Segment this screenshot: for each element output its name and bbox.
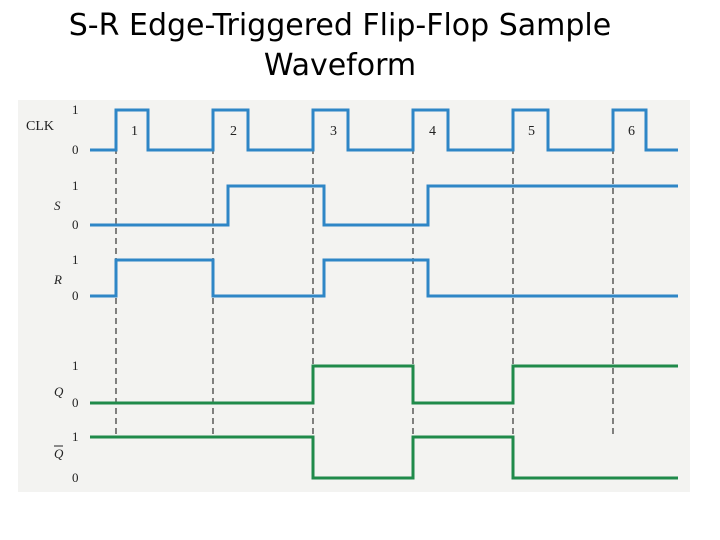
clk-high-level-label: 1 (72, 102, 79, 117)
qbar-low-level-label: 0 (72, 470, 79, 485)
clk-waveform (90, 108, 678, 152)
s-high-level-label: 1 (72, 178, 79, 193)
qbar-waveform (90, 435, 678, 480)
s-signal-label: S (54, 198, 61, 213)
clock-pulse-label-5: 5 (528, 124, 535, 139)
clk-low-level-label: 0 (72, 142, 79, 157)
slide-title: S-R Edge-Triggered Flip-Flop Sample Wave… (0, 6, 680, 86)
q-signal-label: Q (54, 384, 64, 399)
qbar-signal-label: Q (54, 446, 64, 461)
r-signal-label: R (53, 272, 62, 287)
q-high-level-label: 1 (72, 358, 79, 373)
slide-title-line-2: Waveform (263, 48, 417, 83)
s-low-level-label: 0 (72, 217, 79, 232)
q-waveform (90, 364, 678, 405)
clock-pulse-label-4: 4 (429, 124, 436, 139)
r-high-level-label: 1 (72, 252, 79, 267)
q-low-level-label: 0 (72, 395, 79, 410)
r-low-level-label: 0 (72, 288, 79, 303)
r-waveform (90, 258, 678, 298)
clock-pulse-label-2: 2 (230, 124, 237, 139)
s-waveform (90, 184, 678, 227)
slide-title-line-1: S-R Edge-Triggered Flip-Flop Sample (68, 8, 612, 43)
clk-signal-label: CLK (26, 119, 54, 134)
clock-pulse-label-1: 1 (131, 124, 138, 139)
qbar-high-level-label: 1 (72, 429, 79, 444)
clock-pulse-label-3: 3 (330, 124, 337, 139)
clock-pulse-label-6: 6 (628, 124, 635, 139)
